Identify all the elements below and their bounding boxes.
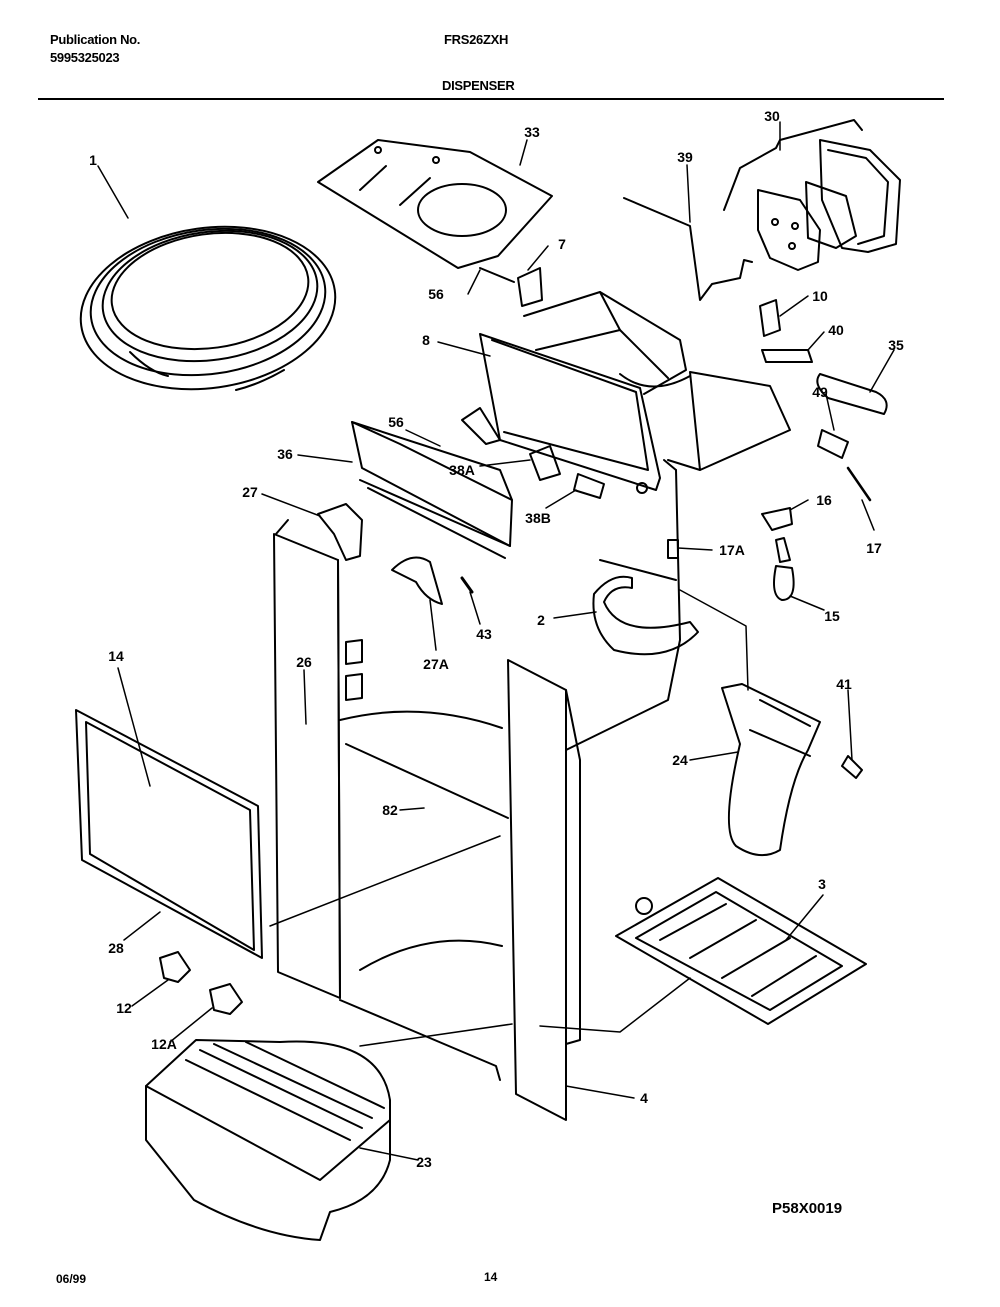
callout-label: 8 [422,332,430,348]
callout-label: 56 [388,414,404,430]
callout-label: 39 [677,149,693,165]
callout-label: 56 [428,286,444,302]
callout-label: 40 [828,322,844,338]
callout-label: 1 [89,152,97,168]
callout-label: 49 [812,384,828,400]
screw-43 [460,576,474,594]
heater-pad-3 [615,877,867,1025]
water-tube-coil [79,225,337,391]
callout-label: 82 [382,802,398,818]
solenoid-parts [761,349,888,502]
callout-label: 17A [719,542,745,558]
callout-label: 15 [824,608,840,624]
figure-code: P58X0019 [772,1200,843,1217]
callout-label: 27 [242,484,258,500]
actuator-cover [723,119,901,271]
bracket-7 [479,267,543,307]
section-title: DISPENSER [442,78,515,93]
callout-label: 12 [116,1000,132,1016]
callout-label: 30 [764,108,780,124]
switch-10 [759,299,781,337]
ice-chute-24 [721,683,863,857]
callout-label: 3 [818,876,826,892]
dispenser-frame [273,459,681,1121]
dispenser-housing [479,291,791,491]
callout-label: 36 [277,446,293,462]
callout-leaders [97,121,895,1161]
callout-label: 14 [108,648,124,664]
switch-lever [623,197,753,301]
callout-label: 26 [296,654,312,670]
callout-label: 28 [108,940,124,956]
callout-label: 38A [449,462,475,478]
callout-label: 33 [524,124,540,140]
bracket-27 [317,503,363,561]
callout-label: 17 [866,540,882,556]
clips-12 [159,951,243,1015]
header-rule [38,98,944,100]
drip-tray-23 [145,1039,391,1241]
callout-label: 4 [640,1090,648,1106]
callout-label: 41 [836,676,852,692]
publication-number: 5995325023 [50,50,120,65]
callout-label: 16 [816,492,832,508]
top-cover-plate [317,139,553,269]
callout-label: 12A [151,1036,177,1052]
footer-date: 06/99 [56,1272,87,1286]
callout-label: 24 [672,752,688,768]
callout-label: 10 [812,288,828,304]
publication-label: Publication No. [50,32,141,47]
funnel-27a [391,556,443,605]
callout-label: 2 [537,612,545,628]
page-number: 14 [484,1270,498,1284]
access-panel-14 [75,709,263,959]
callout-label: 27A [423,656,449,672]
funnel-ring-2 [592,575,699,656]
model-number: FRS26ZXH [444,32,509,47]
callout-label: 23 [416,1154,432,1170]
callout-label: 38B [525,510,551,526]
callout-label: 43 [476,626,492,642]
callout-label: 35 [888,337,904,353]
mounting-plate-36 [351,407,648,559]
callout-label: 7 [558,236,566,252]
